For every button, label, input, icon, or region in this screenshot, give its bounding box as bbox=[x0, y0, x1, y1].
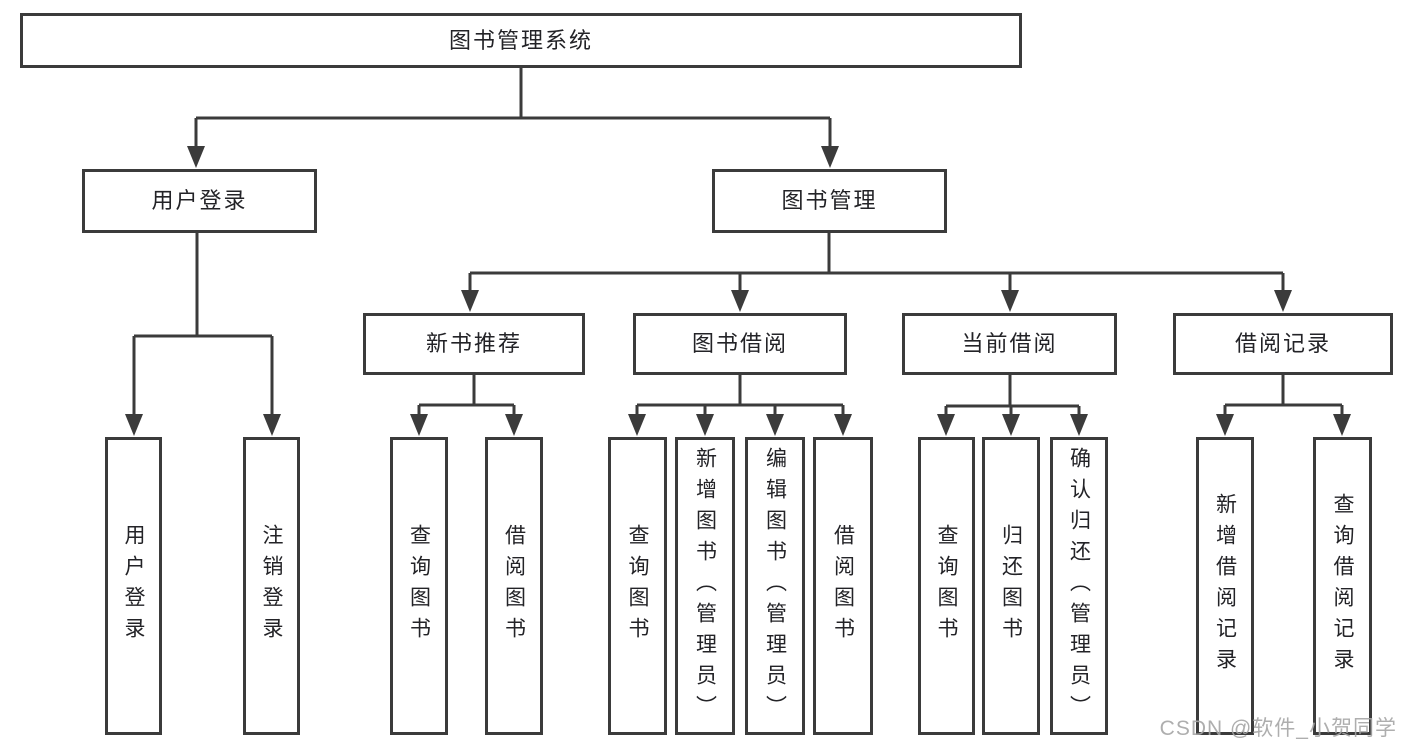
leaf-add-borrow-record: 新增借阅记录 bbox=[1196, 437, 1254, 735]
leaf-query-books-borrow: 查询图书 bbox=[608, 437, 667, 735]
node-label: 图书管理系统 bbox=[448, 27, 593, 53]
leaf-query-books-recommend: 查询图书 bbox=[390, 437, 448, 735]
arrowhead-icons bbox=[125, 146, 1351, 436]
node-label: 用户登录 bbox=[122, 524, 145, 648]
node-label: 图书管理 bbox=[781, 188, 878, 213]
node-label: 确认归还（管理员） bbox=[1067, 446, 1091, 726]
node-current-borrowing: 当前借阅 bbox=[902, 313, 1117, 375]
node-label: 编辑图书（管理员） bbox=[763, 446, 787, 726]
node-book-borrowing: 图书借阅 bbox=[633, 313, 847, 375]
node-user-login: 用户登录 bbox=[82, 169, 317, 233]
node-label: 归还图书 bbox=[999, 524, 1023, 648]
node-label: 借阅图书 bbox=[831, 524, 855, 648]
node-library-management-system: 图书管理系统 bbox=[20, 13, 1022, 68]
node-label: 当前借阅 bbox=[961, 331, 1058, 356]
node-label: 新书推荐 bbox=[425, 331, 522, 356]
node-label: 图书借阅 bbox=[691, 331, 788, 356]
node-borrowing-records: 借阅记录 bbox=[1173, 313, 1393, 375]
leaf-logout: 注销登录 bbox=[243, 437, 300, 735]
node-label: 借阅记录 bbox=[1234, 331, 1331, 356]
leaf-borrow-books: 借阅图书 bbox=[813, 437, 873, 735]
node-label: 注销登录 bbox=[260, 524, 283, 648]
leaf-borrow-books-recommend: 借阅图书 bbox=[485, 437, 543, 735]
leaf-add-books-admin: 新增图书（管理员） bbox=[675, 437, 735, 735]
node-label: 查询图书 bbox=[407, 524, 431, 648]
node-label: 借阅图书 bbox=[502, 524, 526, 648]
leaf-edit-books-admin: 编辑图书（管理员） bbox=[745, 437, 805, 735]
node-label: 查询借阅记录 bbox=[1331, 493, 1354, 679]
node-label: 新增借阅记录 bbox=[1213, 493, 1237, 679]
leaf-query-borrow-record: 查询借阅记录 bbox=[1313, 437, 1372, 735]
node-new-book-recommend: 新书推荐 bbox=[363, 313, 585, 375]
node-label: 查询图书 bbox=[935, 524, 958, 648]
leaf-user-login: 用户登录 bbox=[105, 437, 162, 735]
leaf-query-books-current: 查询图书 bbox=[918, 437, 975, 735]
leaf-return-books: 归还图书 bbox=[982, 437, 1040, 735]
node-book-management: 图书管理 bbox=[712, 169, 947, 233]
csdn-watermark: CSDN @软件_小贺同学 bbox=[1159, 717, 1397, 740]
node-label: 查询图书 bbox=[626, 524, 649, 648]
node-label: 用户登录 bbox=[151, 188, 248, 213]
node-label: 新增图书（管理员） bbox=[693, 446, 717, 726]
leaf-confirm-return-admin: 确认归还（管理员） bbox=[1050, 437, 1108, 735]
